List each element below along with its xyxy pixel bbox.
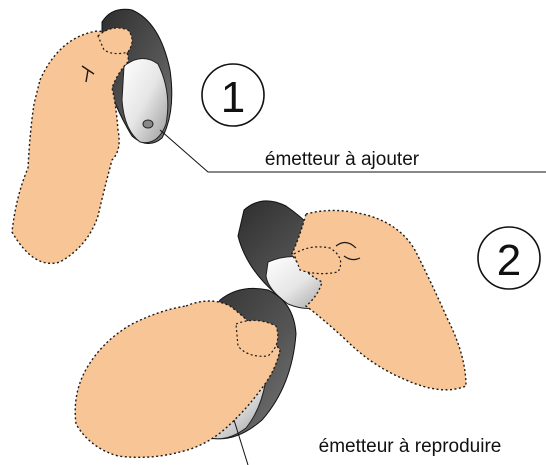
step-1-caption: émetteur à ajouter — [265, 149, 420, 170]
step-1-number: 1 — [221, 73, 245, 122]
hand-top — [12, 31, 128, 263]
step-2-caption: émetteur à reproduire — [319, 436, 502, 457]
remote-top-button — [143, 120, 153, 128]
remote-top-group — [12, 9, 172, 263]
hand-right-thumb — [294, 247, 341, 274]
hand-right — [292, 210, 466, 389]
step-2-number: 2 — [497, 236, 521, 285]
remote-left-group — [75, 288, 296, 457]
